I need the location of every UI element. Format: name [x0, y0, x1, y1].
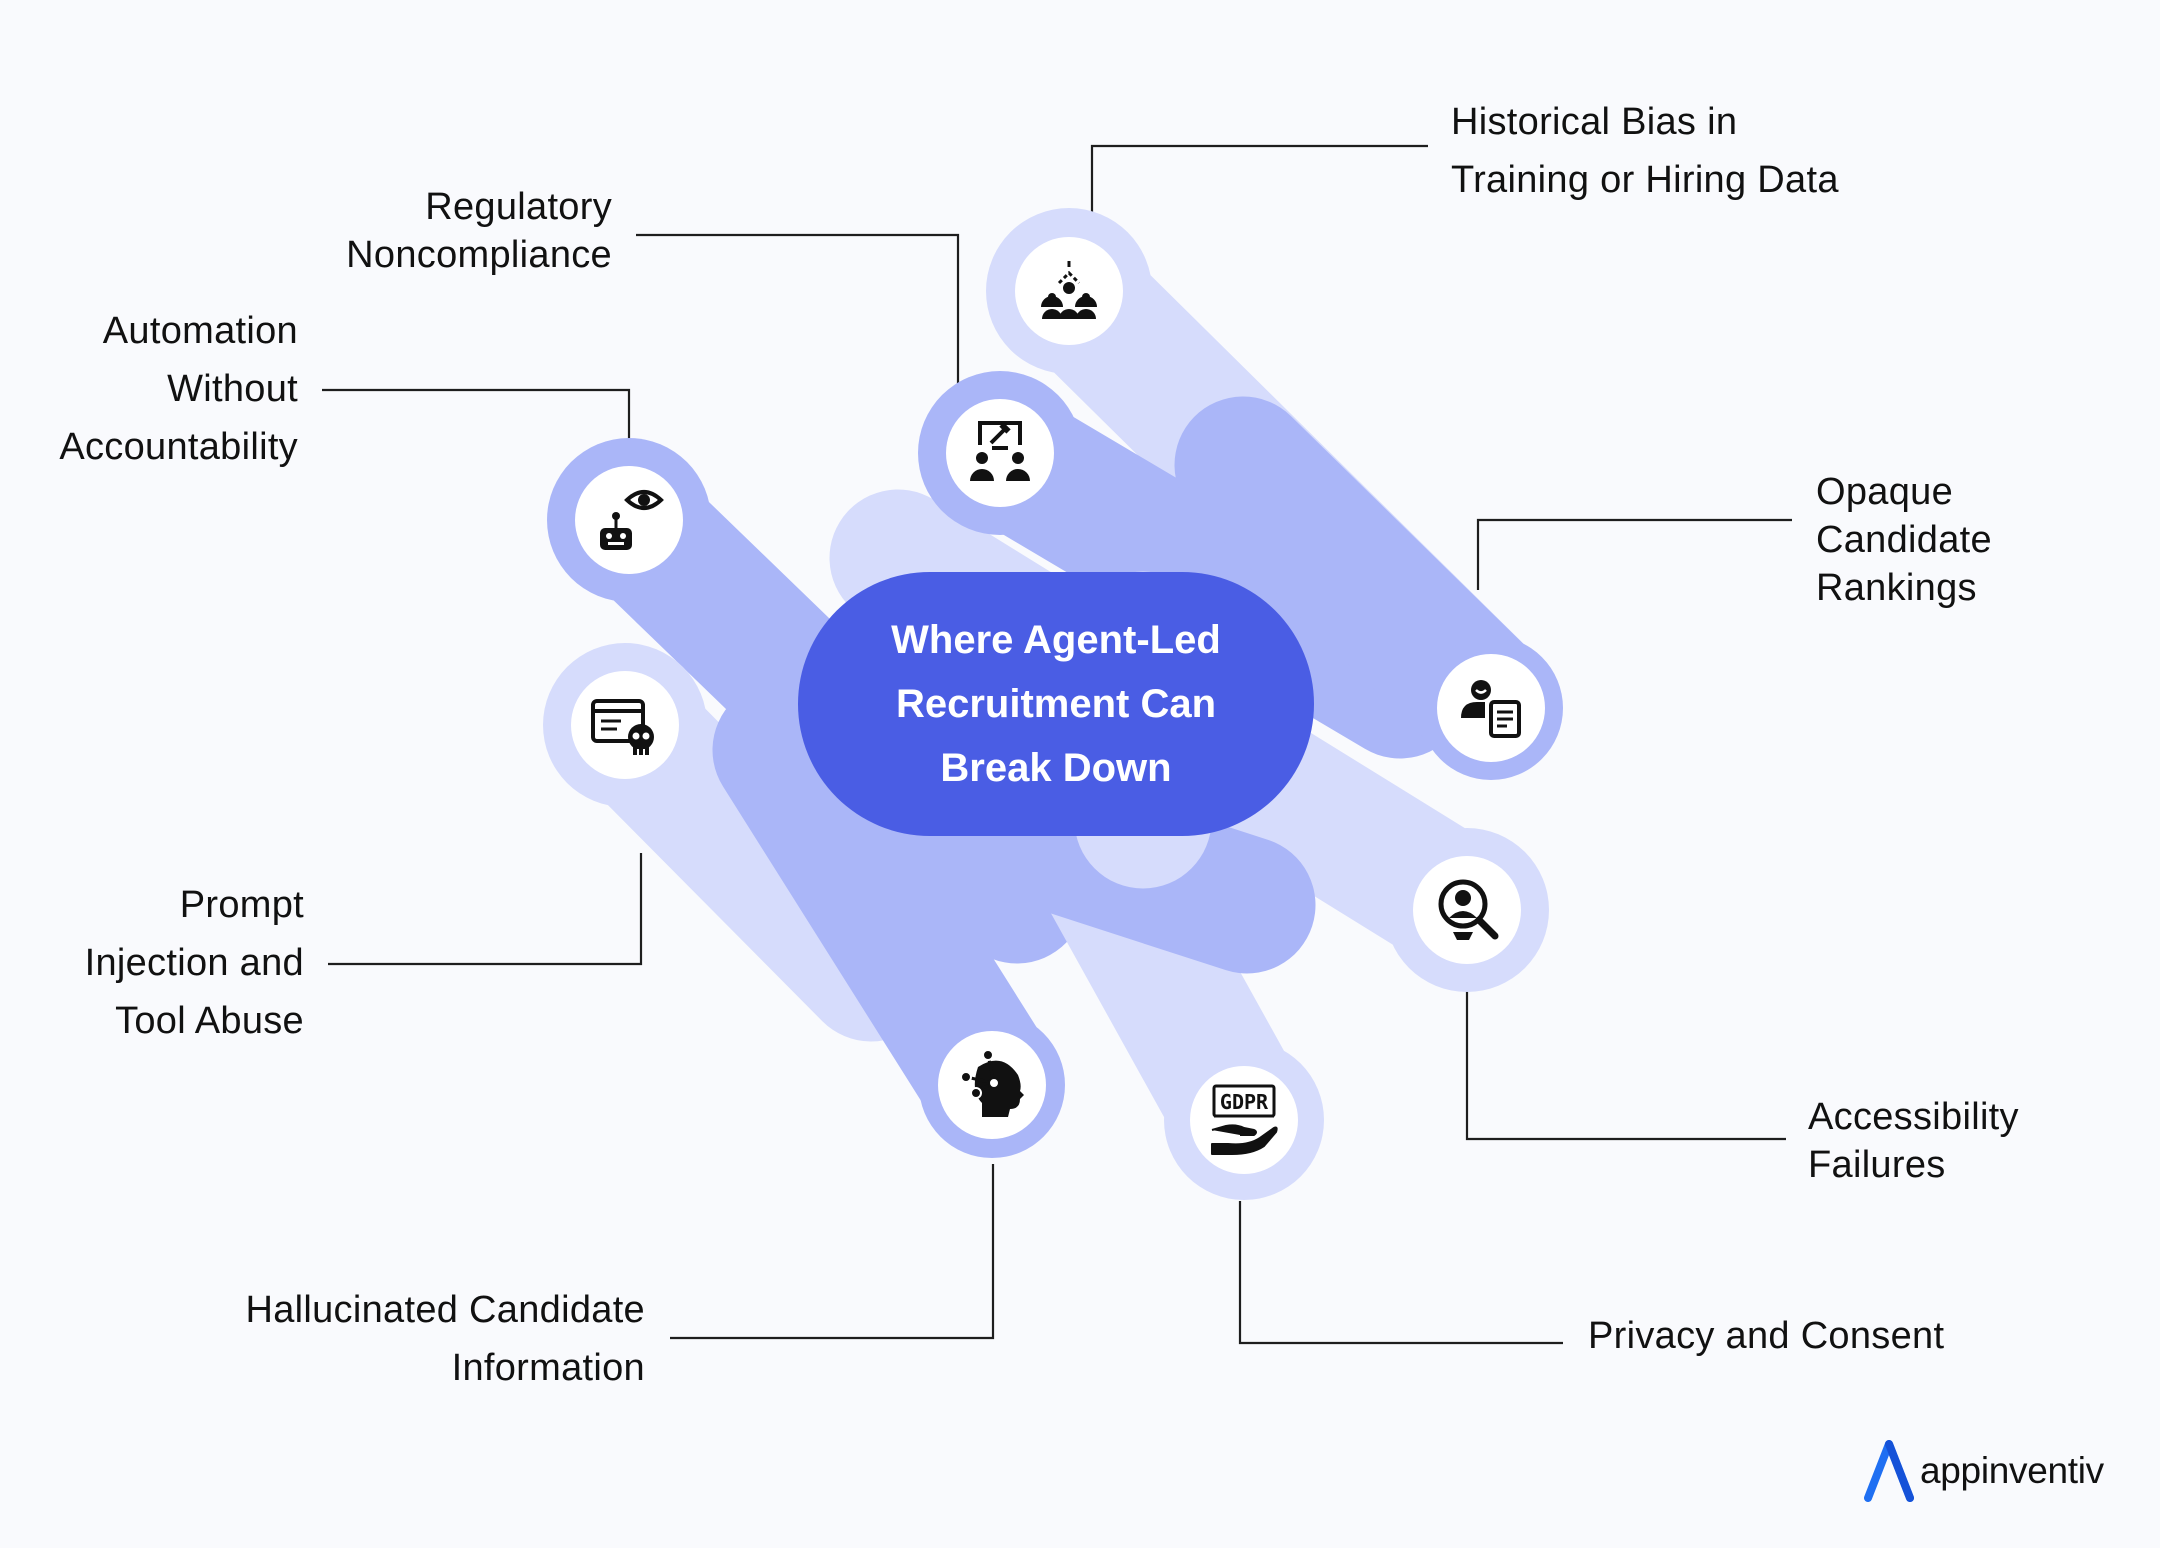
- label-hallucinated: Hallucinated Candidate Information: [245, 1281, 645, 1397]
- label-privacy-line-1: Privacy and Consent: [1588, 1315, 1945, 1357]
- label-opaque-line-1: Opaque: [1816, 471, 1954, 513]
- connector-accessibility: [1465, 988, 1786, 1141]
- connector-privacy: [1238, 1201, 1563, 1345]
- label-hallucinated-line-1: Hallucinated Candidate: [245, 1289, 645, 1331]
- disc-privacy: [1190, 1066, 1298, 1174]
- label-opaque-line-2: Candidate: [1816, 519, 1992, 561]
- label-accessibility: Accessibility Failures: [1808, 1093, 2019, 1189]
- center-title-line-2: Recruitment Can: [895, 682, 1217, 726]
- label-prompt-injection: Prompt Injection and Tool Abuse: [85, 876, 304, 1050]
- connector-prompt-injection: [328, 853, 643, 966]
- disc-accessibility: [1413, 856, 1521, 964]
- disc-prompt-injection: [571, 671, 679, 779]
- connector-regulatory: [636, 233, 960, 388]
- label-regulatory: Regulatory Noncompliance: [346, 183, 612, 279]
- brand-logo: appinventiv: [1862, 1440, 2104, 1502]
- label-automation-line-2: Without: [167, 368, 298, 410]
- disc-automation: [575, 466, 683, 574]
- appinventiv-logo-icon: [1864, 1440, 1914, 1502]
- document-skull-icon: [591, 699, 654, 755]
- gdpr-icon-text: GDPR: [1220, 1090, 1269, 1114]
- label-automation-line-3: Accountability: [59, 426, 298, 468]
- label-opaque-line-3: Rankings: [1816, 567, 1977, 609]
- connector-historical-bias: [1090, 144, 1428, 222]
- brand-name: appinventiv: [1920, 1450, 2104, 1491]
- search-person-icon: [1438, 879, 1499, 940]
- label-regulatory-line-1: Regulatory: [425, 186, 612, 228]
- connector-lines: [322, 144, 1792, 1345]
- label-privacy: Privacy and Consent: [1588, 1307, 1944, 1365]
- label-accessibility-line-2: Failures: [1808, 1144, 1946, 1186]
- org-hierarchy-icon: [1041, 261, 1097, 319]
- center-title-line-3: Break Down: [940, 746, 1172, 790]
- label-historical-bias-line-1: Historical Bias in: [1451, 101, 1738, 143]
- label-hallucinated-line-2: Information: [451, 1347, 645, 1389]
- label-automation: Automation Without Accountability: [59, 302, 298, 476]
- label-opaque: Opaque Candidate Rankings: [1816, 468, 1992, 612]
- label-accessibility-line-1: Accessibility: [1808, 1096, 2019, 1138]
- label-historical-bias-line-2: Training or Hiring Data: [1451, 159, 1839, 201]
- label-prompt-injection-line-3: Tool Abuse: [115, 1000, 304, 1042]
- connector-automation: [322, 388, 631, 441]
- center-title: Where Agent-Led Recruitment Can Break Do…: [798, 572, 1314, 836]
- label-prompt-injection-line-1: Prompt: [179, 884, 304, 926]
- head-network-icon: [960, 1049, 1024, 1117]
- robot-eye-icon: [600, 490, 664, 550]
- candidate-document-icon: [1461, 680, 1521, 738]
- label-historical-bias: Historical Bias in Training or Hiring Da…: [1451, 93, 1839, 209]
- label-automation-line-1: Automation: [102, 310, 298, 352]
- label-regulatory-line-2: Noncompliance: [346, 234, 612, 276]
- connector-opaque: [1476, 518, 1792, 590]
- label-prompt-injection-line-2: Injection and: [84, 942, 304, 984]
- center-title-line-1: Where Agent-Led: [891, 618, 1221, 662]
- gavel-meeting-icon: [970, 421, 1030, 481]
- disc-regulatory: [946, 399, 1054, 507]
- connector-hallucinated: [670, 1164, 995, 1340]
- center-pill: [798, 572, 1314, 836]
- gdpr-hand-icon: GDPR: [1211, 1084, 1278, 1155]
